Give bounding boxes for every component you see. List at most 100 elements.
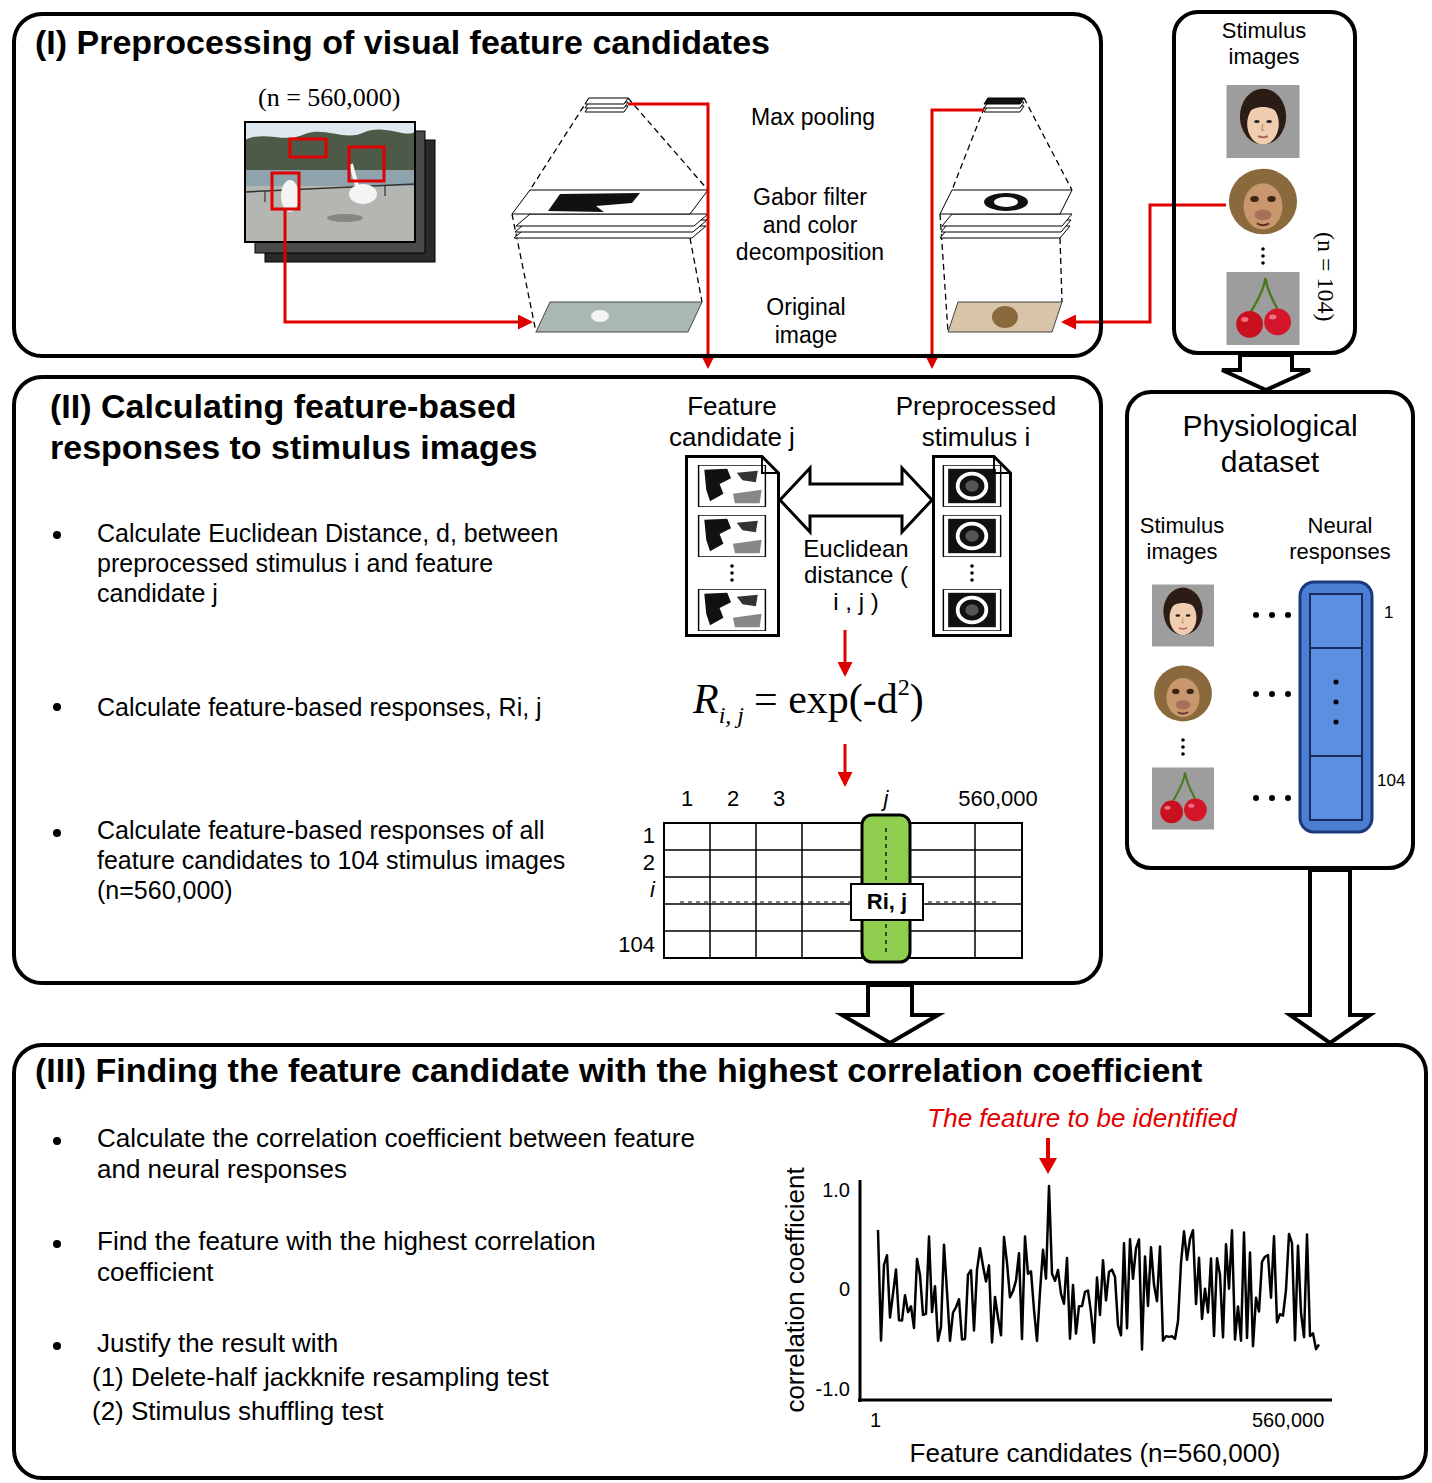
neural-response-bar xyxy=(1334,720,1339,725)
correlation-trace xyxy=(878,1186,1319,1350)
card-thumbnails xyxy=(970,571,974,575)
bullet-dot xyxy=(53,703,61,711)
neural-response-bar xyxy=(1310,647,1362,649)
response-matrix xyxy=(664,849,1022,851)
formula-part: R xyxy=(693,676,719,722)
bullet-dot xyxy=(53,531,61,1350)
bullet-dot xyxy=(53,1240,61,1248)
red-pointer xyxy=(1046,1138,1050,1160)
panel-heading: (III) Finding the feature candidate with… xyxy=(35,1050,1202,1091)
dataset-thumbnails xyxy=(1181,752,1185,756)
edge-label: Euclidean distance ( i , j ) xyxy=(800,536,912,615)
feature-pyramid xyxy=(512,98,708,332)
column-heading: Neural responses xyxy=(1284,513,1396,566)
stimulus-pyramid xyxy=(940,98,1072,332)
axis-title: correlation coefficient xyxy=(779,1140,811,1440)
response-matrix xyxy=(664,930,1022,932)
stimulus-thumbnails xyxy=(1227,85,1300,158)
card-thumbnails xyxy=(699,465,766,507)
bullet-text: (1) Delete-half jackknife resampling tes… xyxy=(92,1362,692,1393)
block-arrow xyxy=(1222,355,1310,390)
row-index: 104 xyxy=(585,932,655,958)
ellipsis-dots xyxy=(1253,795,1259,801)
bullet-dot xyxy=(53,1342,61,1350)
stimulus-pyramid xyxy=(942,214,1072,226)
feature-pyramid xyxy=(585,98,628,104)
dataset-thumbnails xyxy=(1181,738,1185,742)
card-thumbnails xyxy=(730,564,734,568)
stimulus-thumbnails xyxy=(1261,247,1265,251)
ellipsis-dots xyxy=(1269,691,1275,697)
card-thumbnails xyxy=(685,455,780,637)
tick-label: 1 xyxy=(870,1408,881,1432)
bullet-text: Calculate the correlation coefficient be… xyxy=(97,1123,697,1185)
stimulus-pyramid xyxy=(992,306,1018,328)
panel-box: Feature candidate jPreprocessed stimulus… xyxy=(12,375,1103,985)
neural-response-bar xyxy=(1334,700,1339,705)
row-index: 1 xyxy=(585,823,655,849)
ellipsis-dots xyxy=(1269,795,1275,801)
response-matrix xyxy=(680,901,998,902)
count-note: (n = 104) xyxy=(1311,232,1340,322)
photo-stack xyxy=(245,122,435,262)
card-outline xyxy=(687,457,779,636)
chart-axes xyxy=(858,1399,1332,1402)
box-title: Physiological dataset xyxy=(1140,408,1400,480)
bullet-text: Calculate feature-based responses, Ri, j xyxy=(97,692,617,722)
red-flow-arrow xyxy=(1064,205,1226,322)
panel-box: (I) Preprocessing of visual feature cand… xyxy=(12,12,1103,358)
tick-label: 0 xyxy=(780,1277,850,1301)
response-matrix xyxy=(664,815,1022,962)
dataset-thumbnails xyxy=(1152,768,1214,830)
feature-pyramid xyxy=(628,98,708,190)
formula: Ri, j= exp(-d2) xyxy=(693,676,924,728)
red-pointer xyxy=(1039,1158,1057,1174)
stimulus-pyramid xyxy=(952,98,988,190)
red-flow-arrow xyxy=(844,630,847,674)
feature-pyramid xyxy=(530,98,589,190)
card-thumbnails xyxy=(943,589,1000,631)
block-arrow xyxy=(842,985,938,1043)
stimulus-pyramid xyxy=(984,98,1024,104)
neural-response-bar xyxy=(1334,680,1339,685)
ellipsis-dots xyxy=(1285,691,1291,697)
card-outline xyxy=(932,455,1012,637)
response-matrix xyxy=(664,823,1022,958)
response-matrix xyxy=(974,823,976,958)
photo-stack xyxy=(245,122,415,242)
bullet-dot xyxy=(53,531,61,539)
stimulus-thumbnails xyxy=(1261,261,1265,265)
neural-response-bar xyxy=(1300,582,1372,832)
card-thumbnails xyxy=(943,515,1000,557)
bullet-text: (2) Stimulus shuffling test xyxy=(92,1396,692,1427)
response-matrix xyxy=(755,823,757,958)
response-matrix xyxy=(664,903,1022,905)
bullet-text: Find the feature with the highest correl… xyxy=(97,1226,697,1288)
bullet-text: Calculate Euclidean Distance, d, between… xyxy=(97,518,602,608)
feature-pyramid xyxy=(548,193,640,212)
card-outline xyxy=(685,455,780,637)
count-note: (n = 560,000) xyxy=(258,82,400,113)
stimulus-pyramid xyxy=(940,98,1072,332)
ellipsis-dots xyxy=(1285,795,1291,801)
row-index: 1 xyxy=(1384,603,1393,623)
red-flow-arrow xyxy=(628,104,708,366)
card-thumbnails xyxy=(932,455,1012,637)
tick-label: -1.0 xyxy=(780,1377,850,1401)
card-heading: Feature candidate j xyxy=(647,391,817,453)
card-outline xyxy=(934,457,1011,636)
box-title: Stimulus images xyxy=(1204,18,1324,71)
response-matrix xyxy=(664,823,1022,958)
dataset-thumbnails xyxy=(1154,666,1212,722)
card-thumbnails xyxy=(730,578,734,582)
dataset-thumbnails xyxy=(1181,745,1185,749)
cell-text: Ri, j xyxy=(867,889,907,915)
card-thumbnails xyxy=(970,564,974,568)
response-matrix xyxy=(801,823,803,958)
red-pointer xyxy=(1039,1138,1057,1174)
tick-label: 1.0 xyxy=(780,1178,850,1202)
